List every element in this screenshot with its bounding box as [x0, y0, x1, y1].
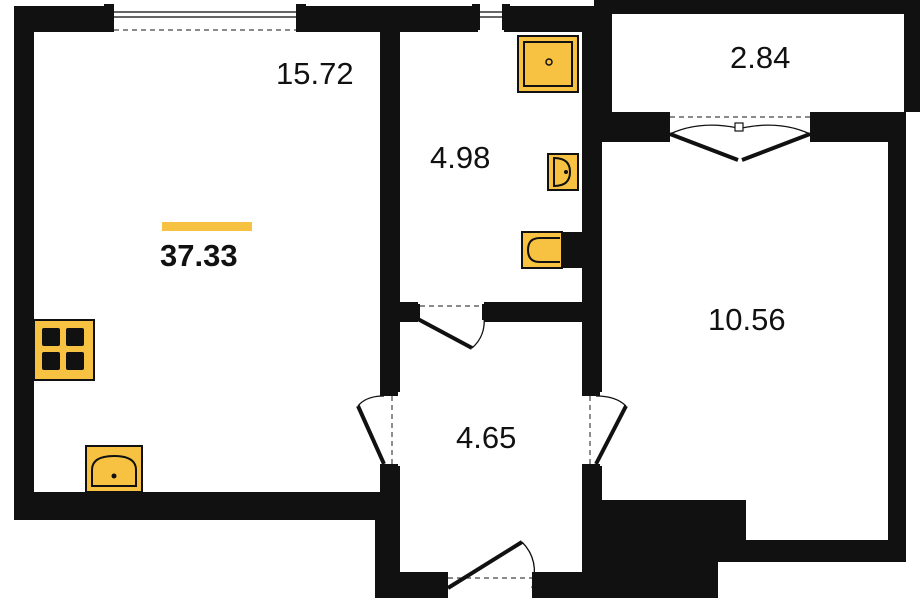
walls [14, 0, 920, 598]
stove-icon [33, 319, 95, 381]
total-area: 37.33 [160, 238, 238, 273]
total-area-accent-bar [162, 222, 252, 231]
room-area-bedroom: 10.56 [708, 302, 786, 337]
room-area-balcony: 2.84 [730, 40, 790, 75]
washbasin-icon [547, 153, 579, 191]
balcony-door [660, 110, 820, 162]
door-bathroom [410, 300, 492, 350]
door-living [356, 386, 402, 474]
door-entrance [436, 540, 544, 598]
window-living [104, 4, 306, 34]
shower-icon [517, 35, 579, 93]
balcony-wall [594, 0, 920, 112]
door-bedroom [580, 386, 628, 474]
room-area-bathroom: 4.98 [430, 140, 490, 175]
room-area-hall: 4.65 [456, 420, 516, 455]
kitchen-sink-icon [85, 445, 143, 493]
window-bathroom [472, 4, 510, 34]
room-area-living: 15.72 [276, 56, 354, 91]
toilet-icon [521, 231, 584, 269]
